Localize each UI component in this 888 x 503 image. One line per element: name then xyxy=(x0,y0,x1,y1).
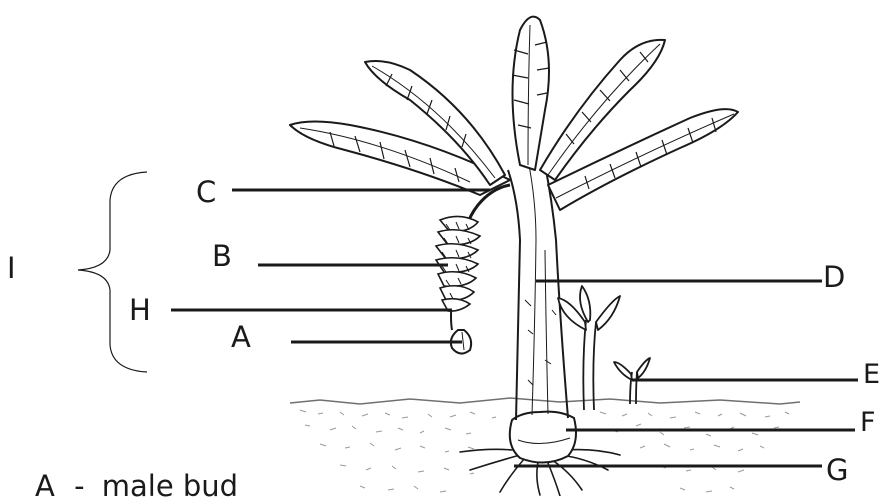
suckers xyxy=(558,286,650,410)
label-F: F xyxy=(860,409,876,436)
key-meaning: male bud xyxy=(102,472,238,501)
label-G: G xyxy=(826,456,848,485)
label-C: C xyxy=(196,178,216,207)
label-A: A xyxy=(231,323,251,352)
label-H: H xyxy=(129,296,151,325)
label-E: E xyxy=(863,361,880,388)
label-I: I xyxy=(7,254,16,283)
corm xyxy=(510,412,576,463)
key-separator: - xyxy=(74,472,84,501)
leaves xyxy=(290,17,738,210)
bracket-I xyxy=(78,172,147,372)
label-B: B xyxy=(212,242,232,271)
key-entry: A - male bud xyxy=(35,472,238,501)
key-letter: A xyxy=(35,472,55,501)
label-D: D xyxy=(823,263,845,292)
